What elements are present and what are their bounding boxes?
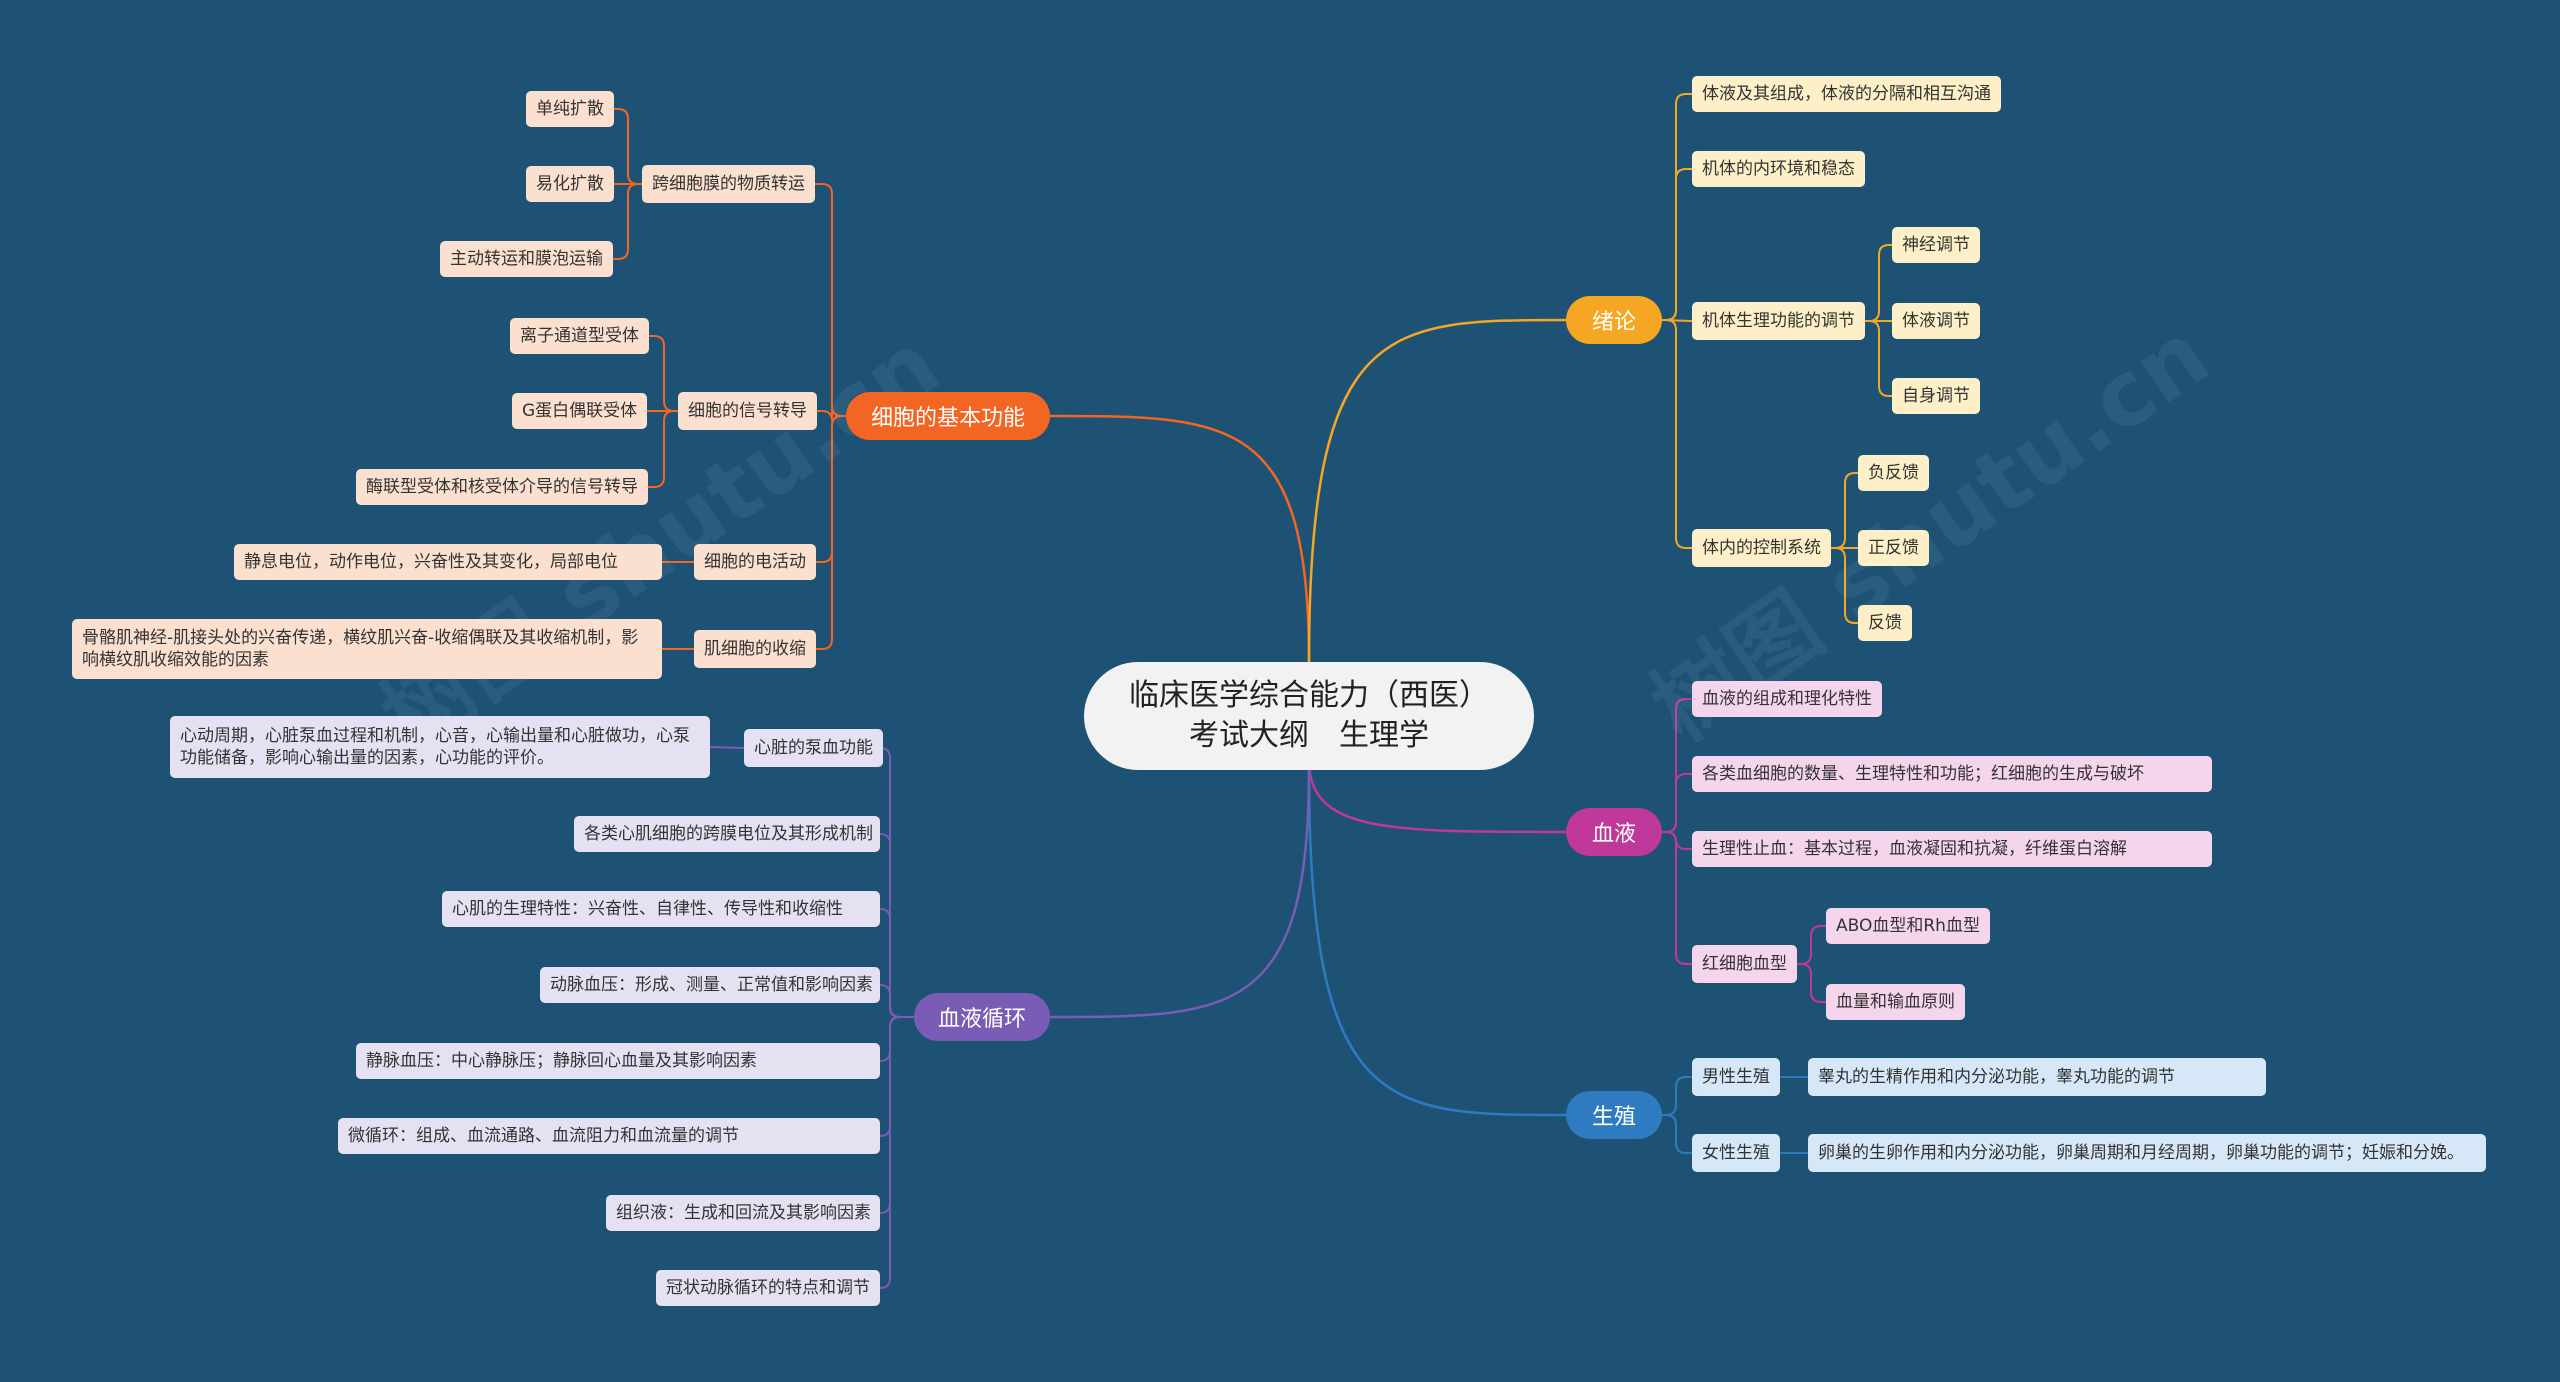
- leaf-enzyme-receptor[interactable]: 酶联型受体和核受体介导的信号转导: [356, 469, 648, 505]
- link-leaf-neural-regulation: [1865, 244, 1892, 322]
- leaf-microcirculation[interactable]: 微循环：组成、血流通路、血流阻力和血流量的调节: [338, 1118, 880, 1154]
- leaf-negative-feedback[interactable]: 负反馈: [1858, 455, 1929, 491]
- leaf-ion-channel-receptor[interactable]: 离子通道型受体: [510, 318, 649, 354]
- link-topic-signal-transduction: [817, 405, 846, 422]
- link-topic-blood-groups: [1662, 831, 1692, 965]
- leaf-abo-rh[interactable]: ABO血型和Rh血型: [1826, 908, 1990, 944]
- leaf-ovary-function[interactable]: 卵巢的生卵作用和内分泌功能，卵巢周期和月经周期，卵巢功能的调节；妊娠和分娩。: [1808, 1134, 2486, 1172]
- leaf-coronary-circulation[interactable]: 冠状动脉循环的特点和调节: [656, 1270, 880, 1306]
- branch-introduction[interactable]: 绪论: [1566, 296, 1662, 344]
- link-branch-blood: [1307, 759, 1567, 834]
- topic-signal-transduction[interactable]: 细胞的信号转导: [678, 392, 817, 430]
- link-leaf-ion-channel-receptor: [649, 335, 678, 412]
- link-leaf-tissue-fluid: [879, 1016, 914, 1214]
- topic-membrane-transport[interactable]: 跨细胞膜的物质转运: [642, 165, 815, 203]
- link-leaf-auto-regulation: [1865, 320, 1892, 397]
- topic-female-reproduction[interactable]: 女性生殖: [1692, 1134, 1780, 1172]
- link-topic-heart-pump: [879, 747, 914, 1018]
- link-leaf-microcirculation: [879, 1016, 914, 1137]
- topic-blood-groups[interactable]: 红细胞血型: [1692, 945, 1797, 983]
- leaf-testis-function[interactable]: 睾丸的生精作用和内分泌功能，睾丸功能的调节: [1808, 1058, 2266, 1096]
- leaf-resting-potential[interactable]: 静息电位，动作电位，兴奋性及其变化，局部电位: [234, 544, 662, 580]
- link-leaf-arterial-pressure: [879, 984, 914, 1018]
- leaf-neural-regulation[interactable]: 神经调节: [1892, 227, 1980, 263]
- link-leaf-coronary-circulation: [879, 1016, 914, 1289]
- link-leaf-active-transport: [613, 183, 642, 260]
- leaf-humoral-regulation[interactable]: 体液调节: [1892, 303, 1980, 339]
- link-topic-female-reproduction: [1662, 1114, 1692, 1154]
- leaf-muscle-excitation[interactable]: 骨骼肌神经-肌接头处的兴奋传递，横纹肌兴奋-收缩偶联及其收缩机制，影响横纹肌收缩…: [72, 619, 662, 679]
- link-branch-circulation: [1049, 769, 1311, 1019]
- branch-reproduction[interactable]: 生殖: [1566, 1091, 1662, 1139]
- link-leaf-transfusion: [1797, 963, 1826, 1003]
- link-topic-male-reproduction: [1662, 1076, 1692, 1116]
- link-leaf-blood-cells: [1662, 773, 1692, 833]
- topic-heart-pump[interactable]: 心脏的泵血功能: [744, 729, 883, 767]
- leaf-blood-cells[interactable]: 各类血细胞的数量、生理特性和功能；红细胞的生成与破坏: [1692, 756, 2212, 792]
- leaf-transfusion[interactable]: 血量和输血原则: [1826, 984, 1965, 1020]
- leaf-venous-pressure[interactable]: 静脉血压：中心静脉压；静脉回心血量及其影响因素: [356, 1043, 880, 1079]
- link-leaf-membrane-potential: [879, 833, 914, 1018]
- leaf-g-protein-receptor[interactable]: G蛋白偶联受体: [512, 393, 648, 429]
- link-branch-reproduction: [1307, 769, 1567, 1117]
- topic-control-system[interactable]: 体内的控制系统: [1692, 529, 1831, 567]
- topic-muscle-contraction[interactable]: 肌细胞的收缩: [694, 630, 816, 668]
- branch-blood[interactable]: 血液: [1566, 808, 1662, 856]
- branch-circulation[interactable]: 血液循环: [914, 993, 1050, 1041]
- topic-male-reproduction[interactable]: 男性生殖: [1692, 1058, 1780, 1096]
- link-branch-introduction: [1307, 318, 1567, 663]
- link-leaf-feedforward: [1831, 547, 1858, 624]
- link-topic-muscle-contraction: [816, 415, 846, 650]
- leaf-positive-feedback[interactable]: 正反馈: [1858, 530, 1929, 566]
- link-leaf-simple-diffusion: [614, 108, 642, 185]
- leaf-arterial-pressure[interactable]: 动脉血压：形成、测量、正常值和影响因素: [540, 967, 880, 1003]
- leaf-tissue-fluid[interactable]: 组织液：生成和回流及其影响因素: [606, 1195, 880, 1231]
- link-leaf-venous-pressure: [879, 1016, 914, 1062]
- leaf-hemostasis[interactable]: 生理性止血：基本过程，血液凝固和抗凝，纤维蛋白溶解: [1692, 831, 2212, 867]
- topic-electrical-activity[interactable]: 细胞的电活动: [694, 544, 816, 580]
- leaf-myocardial-properties[interactable]: 心肌的生理特性：兴奋性、自律性、传导性和收缩性: [442, 891, 880, 927]
- leaf-simple-diffusion[interactable]: 单纯扩散: [526, 91, 614, 127]
- branch-cell-function[interactable]: 细胞的基本功能: [846, 392, 1050, 440]
- link-topic-membrane-transport: [815, 183, 846, 417]
- leaf-auto-regulation[interactable]: 自身调节: [1892, 378, 1980, 414]
- link-leaf-internal-environment: [1662, 168, 1692, 321]
- link-leaf-abo-rh: [1797, 925, 1826, 965]
- leaf-internal-environment[interactable]: 机体的内环境和稳态: [1692, 151, 1865, 187]
- link-branch-cell-function: [1049, 414, 1311, 663]
- leaf-active-transport[interactable]: 主动转运和膜泡运输: [440, 241, 613, 277]
- link-topic-control-system: [1662, 319, 1692, 549]
- central-topic[interactable]: 临床医学综合能力（西医）考试大纲 生理学: [1084, 662, 1534, 770]
- leaf-cardiac-cycle[interactable]: 心动周期，心脏泵血过程和机制，心音，心输出量和心脏做功，心泵功能储备，影响心输出…: [170, 716, 710, 778]
- leaf-body-fluid[interactable]: 体液及其组成，体液的分隔和相互沟通: [1692, 76, 2001, 112]
- link-leaf-negative-feedback: [1831, 472, 1858, 549]
- link-leaf-myocardial-properties: [879, 908, 914, 1018]
- topic-function-regulation[interactable]: 机体生理功能的调节: [1692, 302, 1865, 340]
- leaf-membrane-potential[interactable]: 各类心肌细胞的跨膜电位及其形成机制: [574, 816, 880, 852]
- leaf-feedforward[interactable]: 反馈: [1858, 605, 1912, 641]
- leaf-blood-composition[interactable]: 血液的组成和理化特性: [1692, 681, 1882, 717]
- link-leaf-cardiac-cycle: [709, 746, 745, 749]
- leaf-facilitated-diffusion[interactable]: 易化扩散: [526, 166, 614, 202]
- link-leaf-enzyme-receptor: [648, 410, 678, 488]
